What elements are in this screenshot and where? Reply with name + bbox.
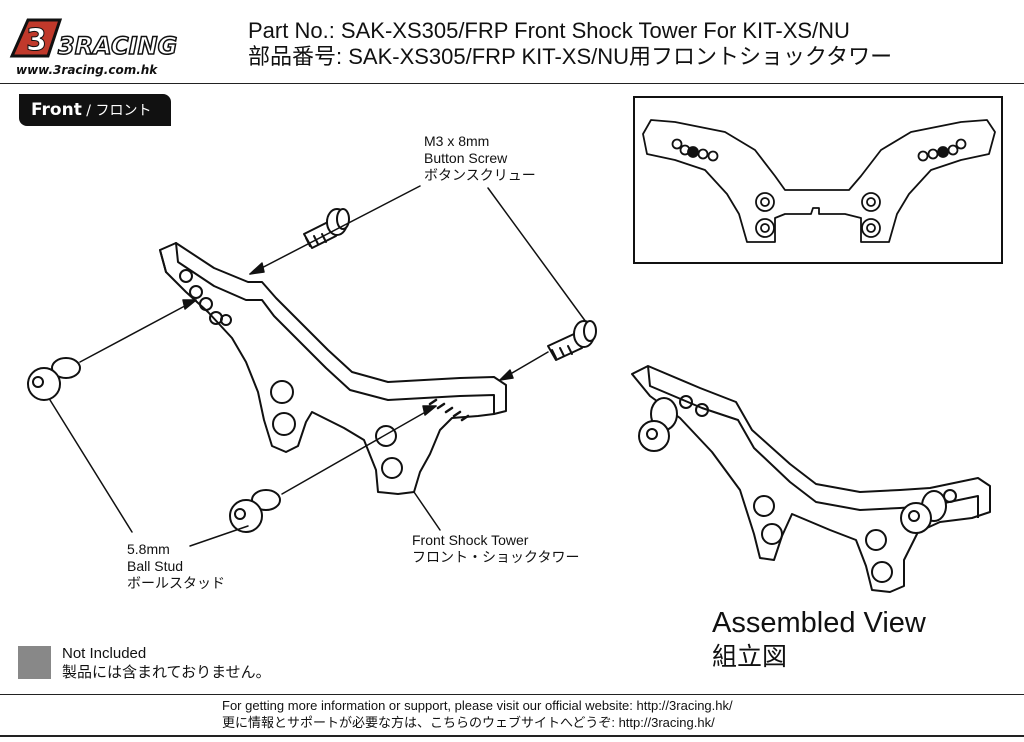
logo-url: www.3racing.com.hk [16, 63, 158, 77]
not-included-legend: Not Included 製品には含まれておりません。 [62, 644, 271, 682]
footer-line-jp: 更に情報とサポートが必要な方は、こちらのウェブサイトへどうぞ: http://3… [222, 715, 715, 730]
title-english: Part No.: SAK-XS305/FRP Front Shock Towe… [248, 18, 850, 43]
ball-stud-lower [229, 489, 281, 533]
svg-text:3: 3 [26, 23, 47, 58]
screw-size-label: M3 x 8mm [424, 133, 490, 149]
not-included-swatch [18, 646, 51, 679]
callout-button-screw: M3 x 8mm Button Screw ボタンスクリュー [424, 133, 536, 184]
ball-stud-name-jp-label: ボールスタッド [127, 575, 225, 591]
footer-info: For getting more information or support,… [222, 697, 733, 731]
page-title: Part No.: SAK-XS305/FRP Front Shock Towe… [248, 18, 892, 70]
assembled-view-title-jp: 組立図 [712, 643, 788, 671]
leader-lines [49, 185, 587, 547]
tower-name-label: Front Shock Tower [412, 532, 529, 548]
shock-tower-part [159, 242, 507, 495]
footer-line-en: For getting more information or support,… [222, 698, 733, 713]
legend-label: Not Included [62, 645, 147, 662]
bottom-border [0, 735, 1024, 737]
brand-logo: 3 3RACING www.3racing.com.hk [9, 18, 178, 77]
button-screw-lower [547, 320, 597, 361]
assembled-view-drawing [631, 365, 991, 593]
legend-label-jp: 製品には含まれておりません。 [62, 664, 271, 681]
callout-ball-stud: 5.8mm Ball Stud ボールスタッド [127, 541, 225, 592]
top-view-inset [633, 96, 1003, 264]
screw-name-label: Button Screw [424, 150, 508, 166]
ball-stud-size-label: 5.8mm [127, 541, 170, 557]
assembled-view-title: Assembled View [712, 607, 926, 639]
section-tag-label: Front [31, 100, 82, 120]
footer-divider [0, 694, 1024, 695]
section-tag-front: Front / フロント [19, 94, 171, 126]
title-japanese: 部品番号: SAK-XS305/FRP KIT-XS/NU用フロントショックタワ… [248, 44, 893, 69]
ball-stud-name-label: Ball Stud [127, 558, 184, 574]
tower-name-jp-label: フロント・ショックタワー [412, 549, 580, 565]
ball-stud-upper [27, 357, 81, 401]
top-view-drawing [642, 119, 996, 243]
header-divider [0, 83, 1024, 84]
callout-shock-tower: Front Shock Tower フロント・ショックタワー [412, 532, 579, 566]
logo-wordmark: 3RACING [58, 32, 177, 60]
section-tag-label-jp: / フロント [81, 103, 152, 119]
screw-name-jp-label: ボタンスクリュー [424, 167, 536, 183]
assembled-view-caption: Assembled View 組立図 [712, 606, 926, 674]
